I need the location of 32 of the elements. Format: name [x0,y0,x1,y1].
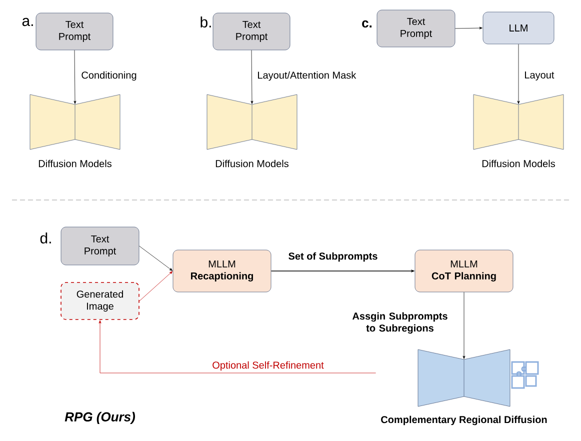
arrow [455,26,482,30]
arrow [139,271,173,302]
panel-letter: d. [40,232,51,244]
edge-label: Layout [525,72,554,80]
prompt-box: Text Prompt [36,12,114,50]
model-caption: Complementary Regional Diffusion [381,416,547,426]
image-box: Generated Image [60,282,140,320]
unet-drawing [30,94,120,150]
process-box: MLLM Recaptioning [172,250,272,292]
prompt-box: Text Prompt [212,12,290,50]
process-box: MLLM CoT Planning [414,250,514,292]
model-caption: Diffusion Models [482,160,555,168]
edge-label: Assgin Subprompts to Subregions [352,312,448,334]
edge-label: Layout/Attention Mask [258,71,356,81]
prompt-box: Text Prompt [60,226,140,266]
llm-box: LLM [482,12,554,44]
unet-drawing [206,94,298,150]
prompt-box: Text Prompt [376,10,456,48]
method-title: RPG (Ours) [64,412,135,424]
arrow [139,246,173,271]
arrow [517,44,520,104]
unet-drawing [473,94,564,150]
arrow [74,50,76,104]
edge-label: Optional Self-Refinement [212,361,324,371]
arrow [462,292,466,359]
unet-drawing [418,349,510,407]
edge-label: Conditioning [82,71,136,81]
model-caption: Diffusion Models [38,160,112,168]
model-caption: Diffusion Models [216,160,288,168]
edge-label: Set of Subprompts [288,252,378,262]
arrow [98,320,376,374]
arrow [250,50,254,104]
